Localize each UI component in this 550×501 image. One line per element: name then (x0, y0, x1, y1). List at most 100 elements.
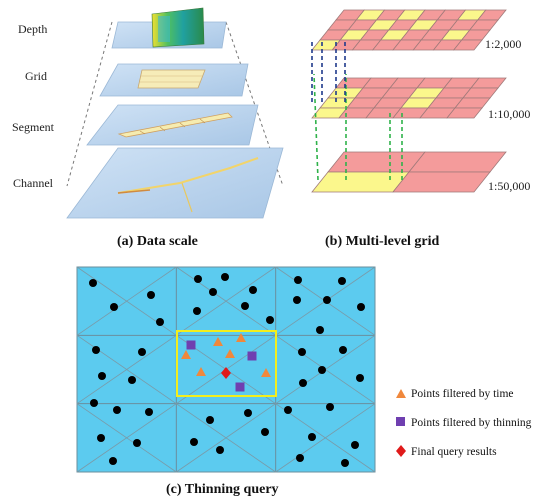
grid-diagonal (275, 403, 376, 473)
level-connectors (311, 40, 403, 181)
legend-triangle-icon (396, 389, 406, 398)
legend: Points filtered by time Points filtered … (396, 388, 532, 458)
time-filtered-point (196, 367, 206, 376)
data-point (341, 459, 349, 467)
legend-label-final: Final query results (411, 446, 497, 458)
data-point (351, 441, 359, 449)
data-point (110, 303, 118, 311)
data-point (316, 326, 324, 334)
data-point (284, 406, 292, 414)
data-point (206, 416, 214, 424)
data-point (339, 346, 347, 354)
data-point (318, 366, 326, 374)
legend-diamond-icon (396, 445, 406, 457)
scale-label-top: 1:2,000 (485, 37, 521, 51)
data-point (308, 433, 316, 441)
level-label-depth: Depth (18, 22, 47, 36)
data-point (326, 403, 334, 411)
data-point (261, 428, 269, 436)
panel-a-data-scale: Depth Grid Segment Channel (a) Data scal… (12, 7, 284, 249)
data-point (109, 457, 117, 465)
query-marks (181, 333, 271, 392)
time-filtered-point (213, 337, 223, 346)
grid-cell (327, 151, 426, 173)
data-point (194, 275, 202, 283)
depth-plane (111, 7, 227, 49)
data-point (97, 434, 105, 442)
data-point (90, 399, 98, 407)
grid-diagonal (176, 403, 276, 473)
level-label-segment: Segment (12, 120, 55, 134)
grid-cell (311, 171, 410, 193)
time-filtered-point (225, 349, 235, 358)
panel-c-thinning-query: Points filtered by time Points filtered … (76, 266, 532, 497)
data-point (299, 379, 307, 387)
time-filtered-point (236, 333, 246, 342)
level-label-grid: Grid (25, 69, 47, 83)
final-result-point (221, 367, 231, 379)
thinning-filtered-point (247, 351, 257, 361)
data-point (89, 279, 97, 287)
data-point (221, 273, 229, 281)
data-point (294, 276, 302, 284)
thinning-filtered-point (235, 382, 245, 392)
data-point (298, 348, 306, 356)
data-point (338, 277, 346, 285)
time-filtered-point (261, 368, 271, 377)
level-label-channel: Channel (13, 176, 54, 190)
caption-b: (b) Multi-level grid (325, 234, 440, 249)
data-point (113, 406, 121, 414)
data-point (156, 318, 164, 326)
data-point (209, 288, 217, 296)
pyramid-guide-left (66, 21, 113, 187)
scale-label-bottom: 1:50,000 (488, 179, 530, 193)
legend-square-icon (396, 417, 405, 426)
time-filtered-point (181, 350, 191, 359)
legend-label-thinning: Points filtered by thinning (411, 417, 532, 429)
data-point (323, 296, 331, 304)
data-points (89, 273, 365, 467)
data-point (145, 408, 153, 416)
data-point (147, 291, 155, 299)
segment-plane (86, 104, 259, 146)
connector-green (313, 73, 319, 181)
data-point (98, 372, 106, 380)
data-point (249, 286, 257, 294)
data-point (244, 409, 252, 417)
data-point (133, 439, 141, 447)
data-point (356, 374, 364, 382)
grid-diagonal (176, 266, 276, 336)
data-point (296, 454, 304, 462)
data-point (128, 376, 136, 384)
grid-layer-middle (311, 77, 507, 119)
grid-cell (392, 171, 491, 193)
panel-b-multi-level-grid: 1:2,000 1:10,000 1:50,000 (b) Multi-leve… (311, 9, 530, 249)
data-point (193, 307, 201, 315)
grid-diagonal (76, 266, 177, 336)
grid-cell (446, 107, 483, 119)
data-point (241, 302, 249, 310)
caption-a: (a) Data scale (117, 234, 198, 249)
grid-border (76, 266, 376, 473)
query-box (176, 330, 277, 397)
grid-cell (408, 151, 507, 173)
data-point (216, 446, 224, 454)
grid-plane (99, 63, 249, 97)
grid-layer-top (311, 9, 507, 51)
data-point (293, 296, 301, 304)
data-point (266, 316, 274, 324)
grid-cell (452, 39, 483, 51)
caption-c: (c) Thinning query (166, 482, 279, 497)
legend-label-time: Points filtered by time (411, 388, 514, 400)
data-point (190, 438, 198, 446)
grid-layer-bottom (311, 151, 507, 193)
channel-plane (66, 147, 284, 219)
data-point (92, 346, 100, 354)
thinning-filtered-point (186, 340, 196, 350)
grid-diagonal (76, 403, 177, 473)
scale-label-middle: 1:10,000 (488, 107, 530, 121)
data-point (357, 303, 365, 311)
data-point (138, 348, 146, 356)
grid-diagonal (76, 335, 177, 404)
